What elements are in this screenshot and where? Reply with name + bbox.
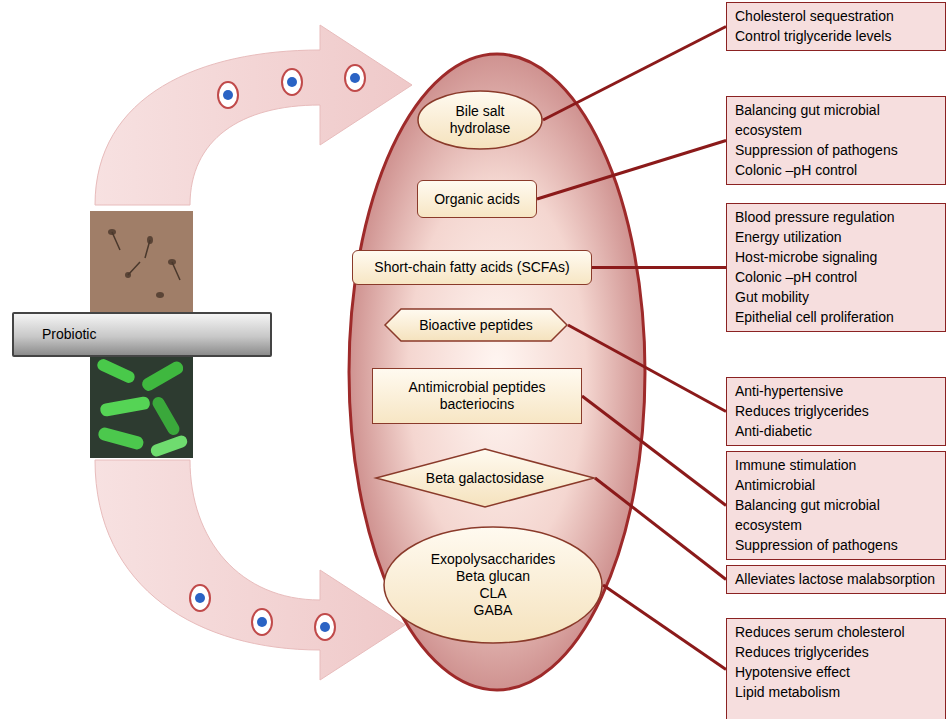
- node-label: Antimicrobial peptides bacteriocins: [395, 379, 560, 413]
- effect-text: Energy utilization: [735, 227, 939, 247]
- effect-text: Colonic –pH control: [735, 267, 939, 287]
- node-label: Organic acids: [434, 191, 520, 208]
- effect-text: Reduces triglycerides: [735, 642, 939, 662]
- effect-text: Balancing gut microbial ecosystem: [735, 495, 939, 535]
- product-box: Antimicrobial peptides bacteriocins: [372, 368, 582, 424]
- effect-text: Lipid metabolism: [735, 682, 939, 702]
- connector-line: [543, 27, 726, 121]
- effect-text: Reduces serum cholesterol: [735, 622, 939, 642]
- connector-line: [582, 396, 726, 506]
- effect-text: Anti-diabetic: [735, 421, 939, 441]
- node-label: Bile salt hydrolase: [440, 103, 520, 137]
- effect-text: Control triglyceride levels: [735, 26, 939, 46]
- effect-box: Blood pressure regulationEnergy utilizat…: [726, 203, 946, 332]
- curved-arrow: [95, 25, 412, 205]
- node-label: Exopolysaccharides: [431, 551, 556, 568]
- enzyme-ellipse: Bile salt hydrolase: [417, 90, 543, 150]
- effect-text: Colonic –pH control: [735, 160, 939, 180]
- effect-text: Suppression of pathogens: [735, 140, 939, 160]
- effect-text: Cholesterol sequestration: [735, 6, 939, 26]
- shape-fill: [385, 309, 567, 341]
- shape-fill: [418, 91, 542, 149]
- effect-text: Anti-hypertensive: [735, 381, 939, 401]
- bacteria-photo: [90, 357, 193, 458]
- effect-box: Cholesterol sequestrationControl triglyc…: [726, 2, 946, 51]
- effect-box: Anti-hypertensiveReduces triglyceridesAn…: [726, 377, 946, 446]
- connector-line: [568, 325, 726, 412]
- peptide-hexagon: Bioactive peptides: [384, 308, 568, 342]
- effect-box: Alleviates lactose malabsorption: [726, 565, 946, 594]
- effect-text: Host-microbe signaling: [735, 247, 939, 267]
- node-label: Short-chain fatty acids (SCFAs): [374, 259, 569, 276]
- label-bar: Probiotic: [12, 312, 272, 357]
- compound-ellipse: ExopolysaccharidesBeta glucanCLAGABA: [383, 526, 603, 644]
- connector-line: [592, 266, 726, 269]
- effect-box: Balancing gut microbial ecosystemSuppres…: [726, 96, 946, 185]
- micrograph-photo: [90, 211, 193, 313]
- connector-line: [603, 585, 726, 670]
- node-label: CLA: [479, 585, 506, 602]
- effect-text: Epithelial cell proliferation: [735, 307, 939, 327]
- curved-arrow: [95, 460, 405, 680]
- cell-ellipse: [349, 54, 645, 690]
- effect-text: Hypotensive effect: [735, 662, 939, 682]
- node-label: Beta galactosidase: [426, 470, 544, 487]
- effect-text: Alleviates lactose malabsorption: [735, 569, 939, 589]
- effect-text: Blood pressure regulation: [735, 207, 939, 227]
- enzyme-diamond: Beta galactosidase: [375, 448, 595, 508]
- node-label: GABA: [474, 602, 513, 619]
- effect-box: Immune stimulationAntimicrobialBalancing…: [726, 451, 946, 560]
- shape-fill: [376, 449, 594, 507]
- shape-fill: [384, 527, 602, 643]
- effect-text: Gut mobility: [735, 287, 939, 307]
- connector-line: [595, 478, 726, 580]
- effect-text: Suppression of pathogens: [735, 535, 939, 555]
- product-box: Short-chain fatty acids (SCFAs): [352, 250, 592, 285]
- connector-line: [537, 141, 726, 200]
- node-label: Bioactive peptides: [419, 317, 533, 334]
- effect-text: Antimicrobial: [735, 475, 939, 495]
- effect-text: Reduces triglycerides: [735, 401, 939, 421]
- effect-text: Balancing gut microbial ecosystem: [735, 100, 939, 140]
- product-box: Organic acids: [417, 180, 537, 218]
- node-label: Beta glucan: [456, 568, 530, 585]
- effect-box: Reduces serum cholesterolReduces triglyc…: [726, 618, 946, 719]
- node-label: Probiotic: [42, 326, 96, 343]
- effect-text: Immune stimulation: [735, 455, 939, 475]
